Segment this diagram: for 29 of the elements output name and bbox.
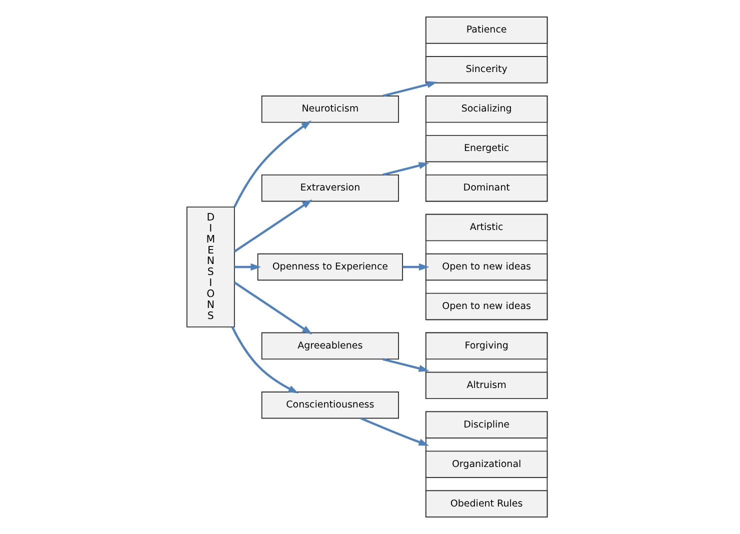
node-box: DIMENSIONS xyxy=(186,206,235,328)
node-box: Altruism xyxy=(425,372,548,400)
node-box: Artistic xyxy=(425,214,548,242)
node-box: Extraversion xyxy=(261,174,399,202)
node-box: Open to new ideas xyxy=(425,253,548,281)
arrow xyxy=(234,120,312,208)
node-box: Forgiving xyxy=(425,332,548,360)
node-box: Socializing xyxy=(425,96,548,123)
node-box: Discipline xyxy=(425,411,548,438)
arrow xyxy=(234,282,312,334)
arrow xyxy=(382,81,438,97)
arrow xyxy=(234,263,261,271)
arrow xyxy=(231,326,299,394)
node-box: Openness to Experience xyxy=(257,253,403,281)
node-box: Obedient Rules xyxy=(425,490,548,518)
arrow xyxy=(360,417,430,446)
arrow xyxy=(402,263,430,271)
node-box: Patience xyxy=(425,16,548,44)
node-box: Dominant xyxy=(425,174,548,202)
arrow xyxy=(382,162,430,176)
node-box: Organizational xyxy=(425,450,548,478)
arrow xyxy=(234,200,312,252)
arrow xyxy=(382,358,430,372)
node-box: Open to new ideas xyxy=(425,292,548,320)
node-box: Sincerity xyxy=(425,56,548,84)
node-box: Agreeablenes xyxy=(261,332,399,360)
node-box: Energetic xyxy=(425,134,548,162)
node-box: Conscientiousness xyxy=(261,392,399,419)
node-box: Neuroticism xyxy=(261,96,399,123)
